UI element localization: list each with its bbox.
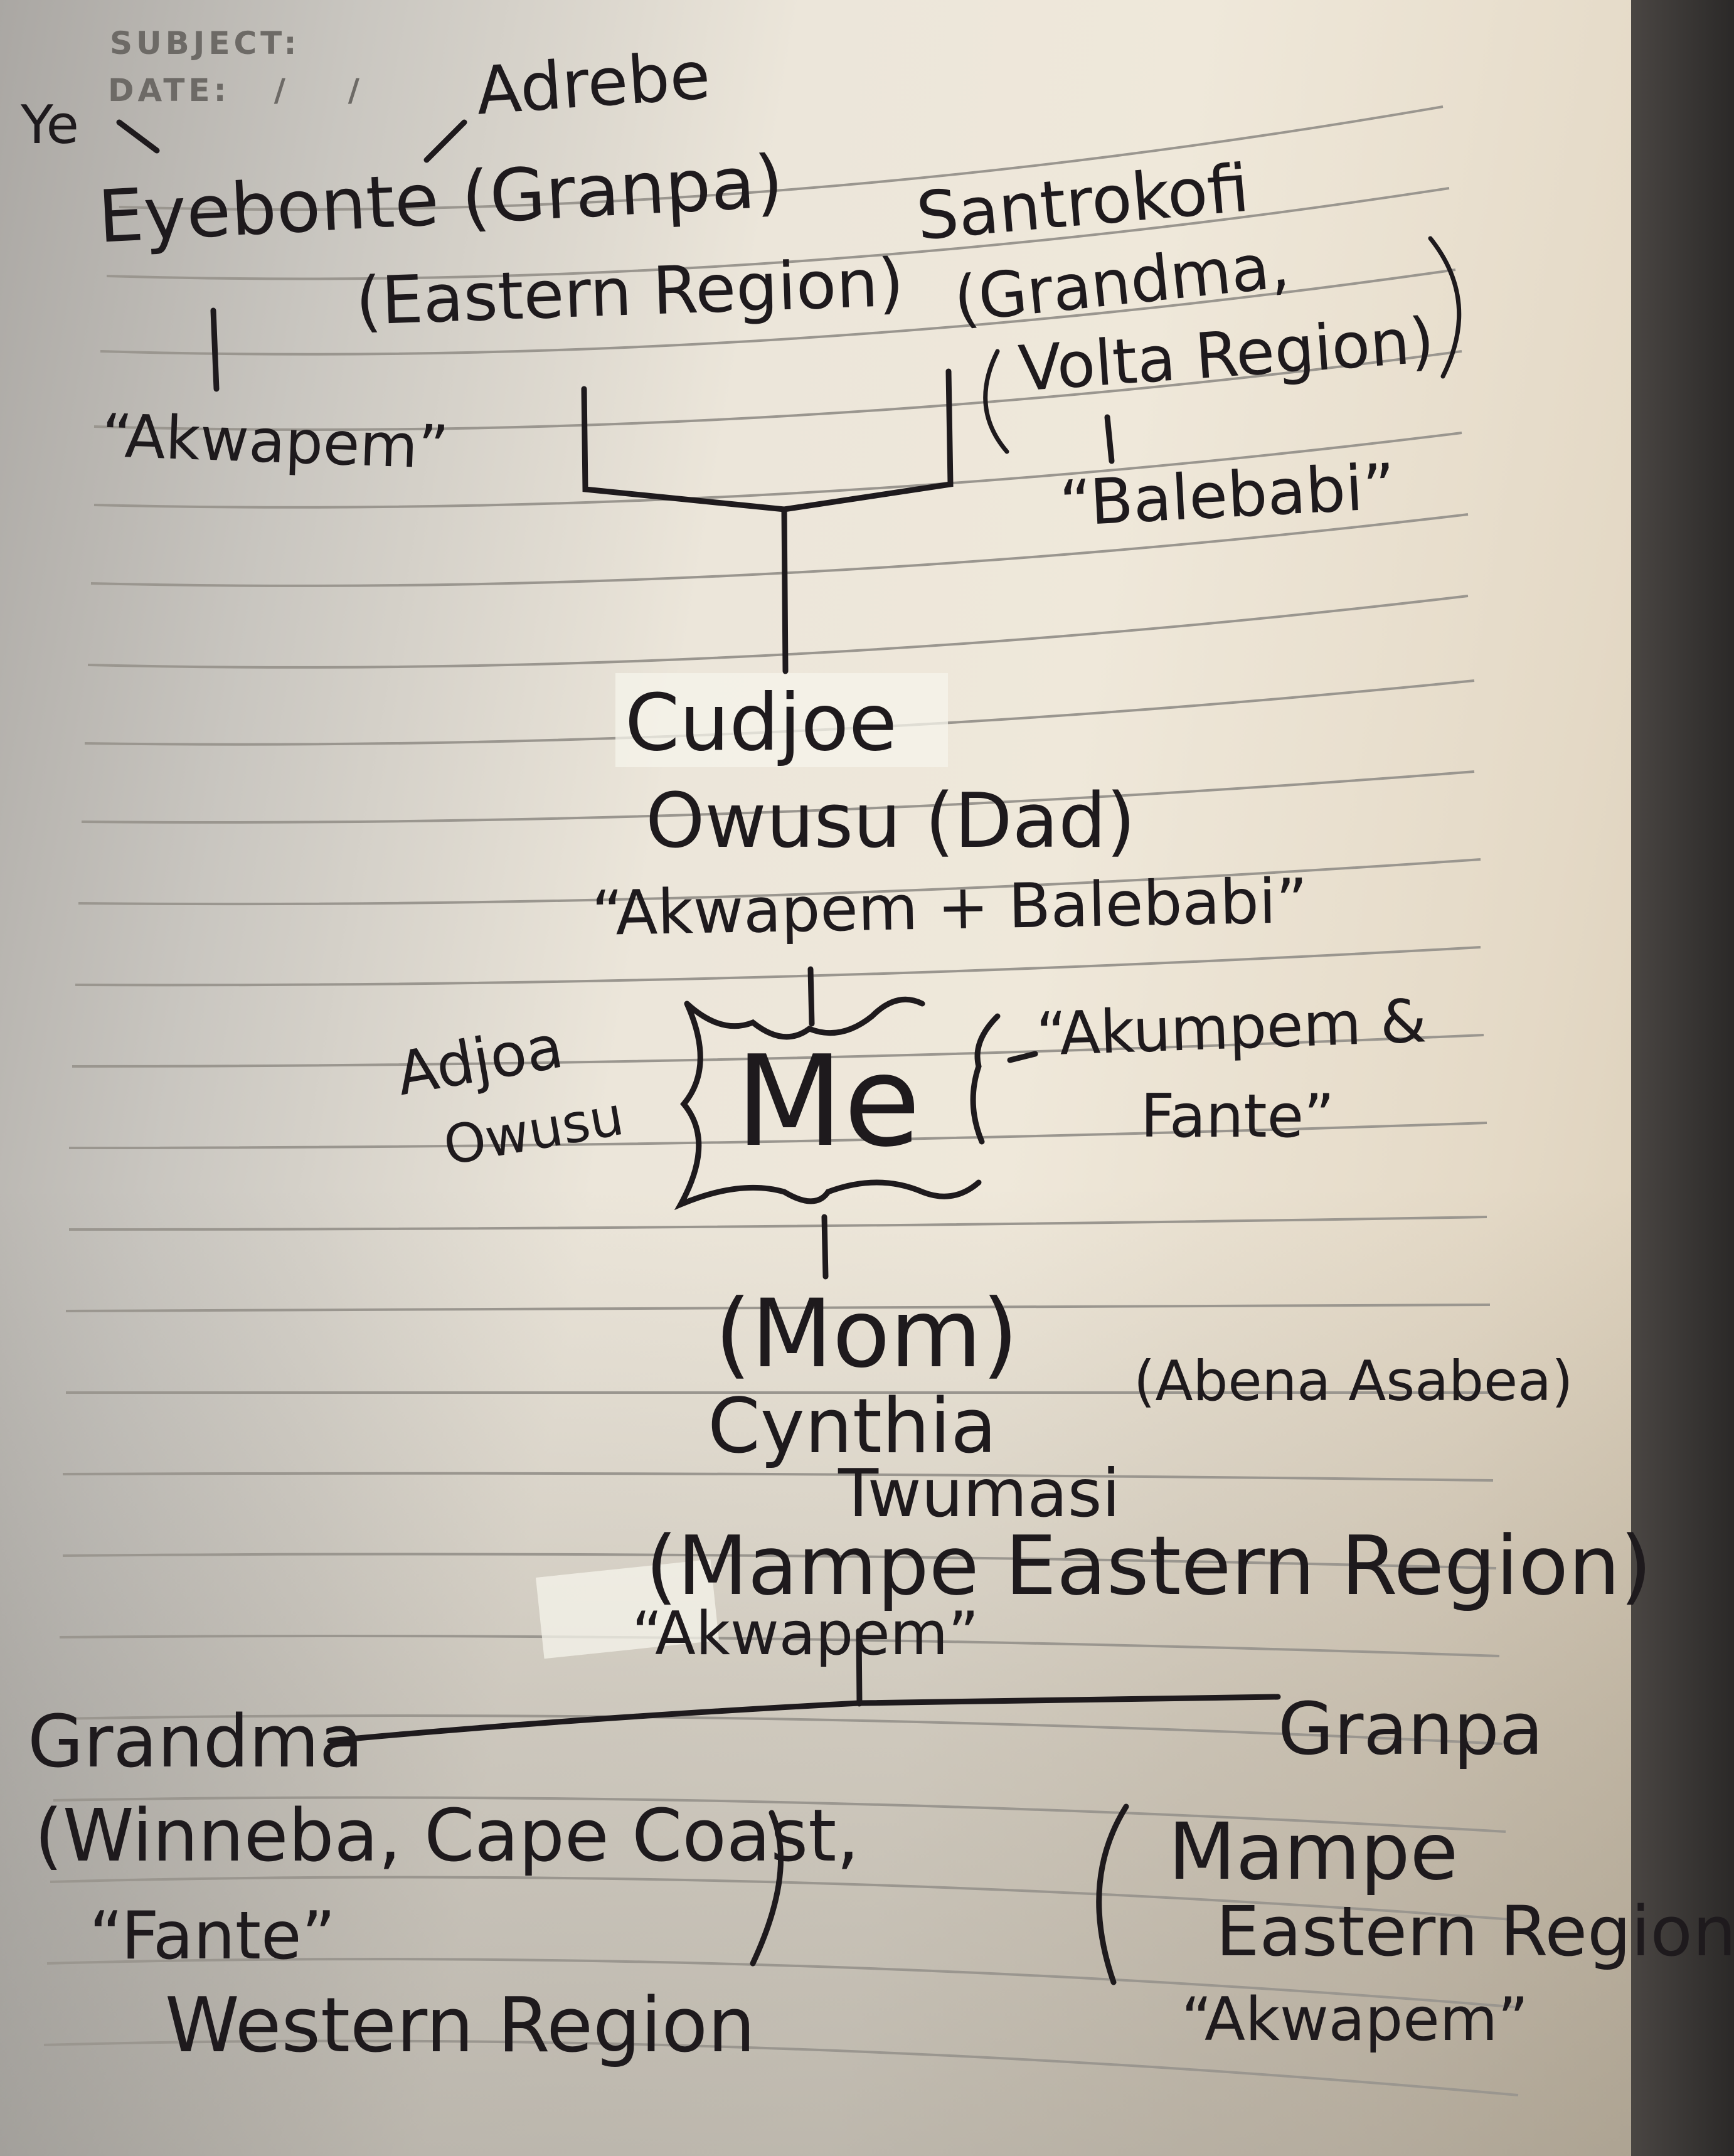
background-edge	[1631, 0, 1734, 2156]
me-pointer	[1007, 1051, 1038, 1063]
line-me-mother	[821, 1214, 829, 1280]
me-ethnicity-line1: “Akumpem &	[1035, 987, 1428, 1070]
me-ethnicity-line2: Fante”	[1141, 1082, 1335, 1151]
subject-label: SUBJECT:	[110, 25, 301, 61]
adrebe-label: Adrebe	[474, 36, 713, 130]
ye-label: Ye	[21, 94, 79, 156]
mother-region: (Mampe Eastern Region)	[646, 1518, 1652, 1613]
me-brace	[970, 1013, 1001, 1145]
father-name: Owusu (Dad)	[646, 778, 1136, 865]
mother-role: (Mom)	[715, 1280, 1019, 1389]
maternal-granpa-role: Granpa	[1278, 1687, 1544, 1771]
maternal-granpa-place: Mampe	[1168, 1807, 1459, 1898]
maternal-grandma-role: Grandma	[28, 1700, 364, 1784]
eyebonte-ethnicity: “Akwapem”	[100, 401, 450, 483]
line-to-father	[781, 506, 789, 674]
ye-pointer	[116, 119, 160, 154]
father-ethnicity: “Akwapem + Balebabi”	[591, 866, 1309, 950]
mother-alias: (Abena Asabea)	[1134, 1349, 1573, 1413]
me-label: Me	[735, 1029, 921, 1175]
father-first-name: Cudjoe	[625, 677, 897, 768]
maternal-grandma-region: Western Region	[165, 1982, 756, 2069]
line-santrokofi-balebabi	[1104, 414, 1115, 464]
maternal-grandma-ethnicity: “Fante”	[89, 1898, 336, 1974]
maternal-grandma-places: (Winneba, Cape Coast,	[35, 1794, 859, 1878]
tape-strip	[615, 673, 948, 767]
maternal-granpa-region: Eastern Region	[1216, 1891, 1734, 1972]
mother-first-name: Cynthia	[708, 1383, 997, 1470]
grandma-paren	[750, 1810, 784, 1967]
maternal-granpa-ethnicity: “Akwapem”	[1181, 1985, 1529, 2054]
mother-last-name: Twumasi	[838, 1455, 1120, 1532]
adrebe-pointer	[423, 119, 467, 163]
me-burst-outline	[674, 996, 982, 1211]
granpa-paren-open	[1096, 1803, 1129, 1985]
line-father-me	[807, 966, 815, 1027]
mother-ethnicity: “Akwapem”	[632, 1600, 979, 1669]
tree-connectors	[116, 119, 1462, 1985]
date-label: DATE: / /	[108, 72, 363, 109]
maternal-grandparents-line	[327, 1694, 1281, 1744]
parents-bracket	[581, 368, 954, 512]
line-eyebonte-akwapem	[210, 307, 220, 392]
